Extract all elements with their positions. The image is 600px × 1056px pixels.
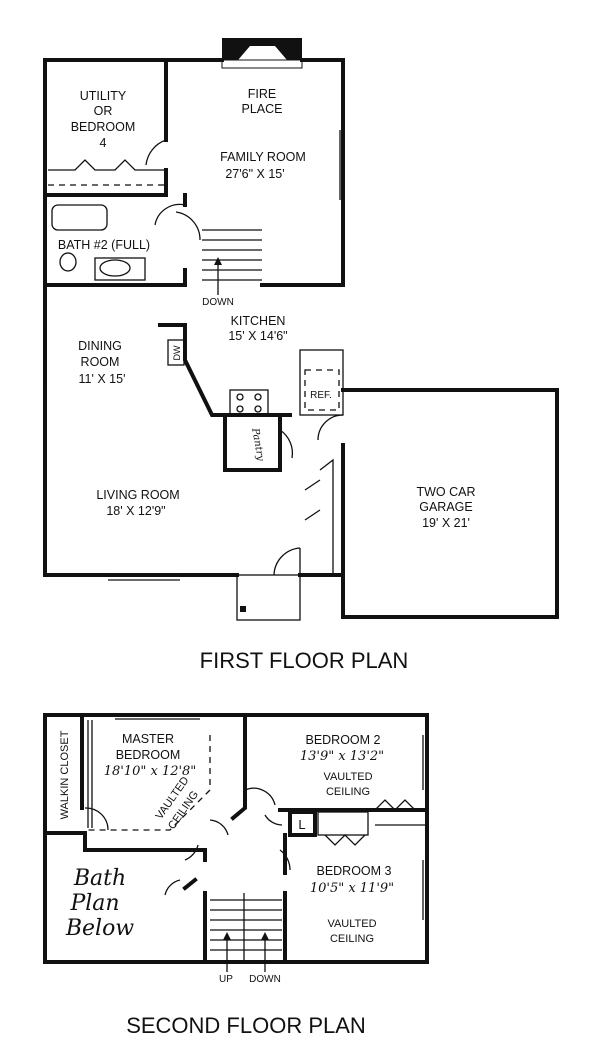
bedroom-3-ceiling-label: CEILING xyxy=(330,933,374,945)
linen-closet-label: L xyxy=(298,817,305,832)
fireplace-label: FIRE xyxy=(248,87,276,101)
pantry xyxy=(223,413,282,472)
stairs-down-label: DOWN xyxy=(202,297,234,308)
utility-label: BEDROOM xyxy=(71,120,136,134)
first-floor-plan: UTILITY OR BEDROOM 4 FIRE PLACE FAMILY R… xyxy=(43,38,559,673)
dining-room-label: DINING xyxy=(78,339,122,353)
pantry-label: Pantry xyxy=(249,426,266,462)
living-room-size: 18' X 12'9" xyxy=(106,504,165,518)
second-floor-walls xyxy=(43,713,429,964)
bedroom-2-ceiling-label: CEILING xyxy=(326,786,370,798)
stairs-down-label: DOWN xyxy=(249,974,281,985)
bath-2-label: BATH #2 (FULL) xyxy=(58,238,150,252)
garage-label: GARAGE xyxy=(419,500,473,514)
first-floor-title: FIRST FLOOR PLAN xyxy=(200,648,409,673)
garage-size: 19' X 21' xyxy=(422,516,470,530)
bedroom-3-size: 10'5" x 11'9" xyxy=(310,881,394,896)
garage-label: TWO CAR xyxy=(416,485,475,499)
kitchen-label: KITCHEN xyxy=(231,314,286,328)
walkin-closet-label: WALKIN CLOSET xyxy=(59,730,71,819)
utility-label: UTILITY xyxy=(80,89,127,103)
stairs-up-label: UP xyxy=(219,974,233,985)
dining-room-label: ROOM xyxy=(81,355,120,369)
bedroom-2-size: 13'9" x 13'2" xyxy=(300,749,384,764)
master-bedroom-size: 18'10" x 12'8" xyxy=(104,764,197,779)
dining-room-size: 11' X 15' xyxy=(79,372,126,386)
second-floor-plan: WALKIN CLOSET MASTER BEDROOM 18'10" x 12… xyxy=(43,713,429,1038)
garage-walls xyxy=(341,388,559,619)
family-room-size: 27'6" X 15' xyxy=(225,167,284,181)
living-room-label: LIVING ROOM xyxy=(96,488,179,502)
bath-note: Below xyxy=(65,916,134,941)
master-bedroom-label: MASTER xyxy=(122,732,174,746)
utility-label: 4 xyxy=(100,136,107,150)
dishwasher-label: DW xyxy=(172,345,182,360)
family-room-label: FAMILY ROOM xyxy=(220,150,306,164)
bedroom-3-ceiling-label: VAULTED xyxy=(327,918,376,930)
kitchen-size: 15' X 14'6" xyxy=(228,329,287,343)
bedroom-2-ceiling-label: VAULTED xyxy=(323,771,372,783)
refrigerator-label: REF. xyxy=(310,390,332,401)
bedroom-3-label: BEDROOM 3 xyxy=(316,864,391,878)
utility-label: OR xyxy=(94,104,113,118)
master-bedroom-label: BEDROOM xyxy=(116,748,181,762)
stairs-down[interactable] xyxy=(202,229,262,295)
second-floor-title: SECOND FLOOR PLAN xyxy=(126,1013,366,1038)
bath-note: Bath xyxy=(73,866,126,891)
fireplace-label: PLACE xyxy=(242,102,283,116)
stairs-up-down[interactable] xyxy=(210,893,282,972)
bedroom-2-label: BEDROOM 2 xyxy=(305,733,380,747)
bath-note: Plan xyxy=(69,891,119,916)
